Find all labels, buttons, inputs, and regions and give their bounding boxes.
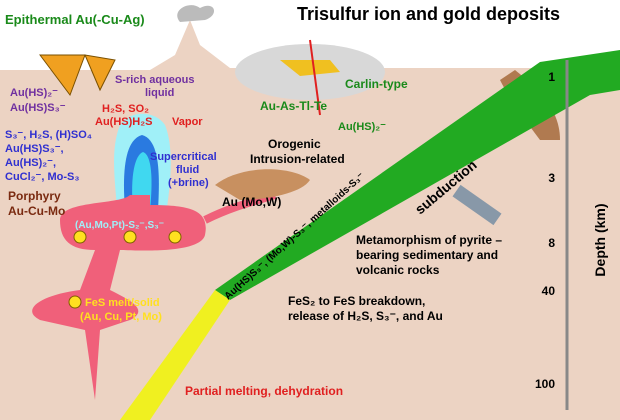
label-vapor: Vapor	[172, 116, 203, 128]
carlin-ore	[280, 60, 340, 76]
slab-yellow	[120, 290, 230, 420]
label-au-hs2: Au(HS)₂⁻	[10, 87, 58, 99]
magma-body	[32, 195, 206, 400]
label-species-1: S₃⁻, H₂S, (H)SO₄	[5, 129, 92, 141]
label-supercritical-3: (+brine)	[168, 177, 209, 189]
subduction-arrow	[452, 184, 502, 226]
label-orogenic-2: Intrusion-related	[250, 152, 345, 166]
label-supercritical-1: Supercritical	[150, 151, 217, 163]
label-epithermal: Epithermal Au(-Cu-Ag)	[5, 12, 145, 27]
label-s-rich-2: liquid	[145, 87, 174, 99]
label-porphyry-2: Au-Cu-Mo	[8, 204, 65, 218]
label-metamorphism-2: bearing sedimentary and	[356, 248, 498, 262]
title: Trisulfur ion and gold deposits	[297, 4, 560, 24]
fault	[309, 39, 321, 116]
depth-tick-40: 40	[542, 284, 556, 298]
depth-tick-1: 1	[548, 70, 555, 84]
label-partial-melting: Partial melting, dehydration	[185, 384, 343, 398]
ore-bubbles	[68, 230, 182, 309]
label-magma-species: (Au,Mo,Pt)-S₂⁻,S₃⁻	[75, 220, 164, 231]
depth-tick-3: 3	[548, 171, 555, 185]
depth-axis-label: Depth (km)	[592, 203, 608, 276]
label-breakdown-1: FeS₂ to FeS breakdown,	[288, 294, 425, 308]
label-au-hss3: Au(HS)S₃⁻	[10, 102, 66, 114]
label-species-2: Au(HS)S₃⁻,	[5, 143, 64, 155]
label-fes-melt-2: (Au, Cu, Pt, Mo)	[80, 311, 162, 323]
depth-tick-100: 100	[535, 377, 555, 391]
label-supercritical-2: fluid	[176, 164, 199, 176]
label-species-4: CuCl₂⁻, Mo-S₃	[5, 171, 79, 183]
label-au-mo-w: Au (Mo,W)	[222, 195, 281, 209]
label-orogenic-1: Orogenic	[268, 137, 321, 151]
label-porphyry-1: Porphyry	[8, 189, 61, 203]
depth-tick-8: 8	[548, 236, 555, 250]
label-au-hs-h2s: Au(HS)H₂S	[95, 116, 152, 128]
intrusion-related-body	[215, 169, 310, 200]
slab-green	[215, 50, 620, 300]
label-carlin-species: Au(HS)₂⁻	[338, 121, 386, 133]
label-metamorphism-1: Metamorphism of pyrite –	[356, 233, 502, 247]
label-species-3: Au(HS)₂⁻,	[5, 157, 56, 169]
volcano-plume	[177, 5, 215, 22]
label-metamorphism-3: volcanic rocks	[356, 263, 440, 277]
label-h2s-so2: H₂S, SO₂	[102, 103, 149, 115]
label-s-rich-1: S-rich aqueous	[115, 74, 194, 86]
label-breakdown-2: release of H₂S, S₃⁻, and Au	[288, 309, 443, 323]
label-carlin: Carlin-type	[345, 77, 408, 91]
label-au-as: Au-As-Tl-Te	[260, 99, 327, 113]
label-fes-melt-1: FeS melt/solid	[85, 297, 160, 309]
epithermal-veins	[39, 54, 116, 97]
